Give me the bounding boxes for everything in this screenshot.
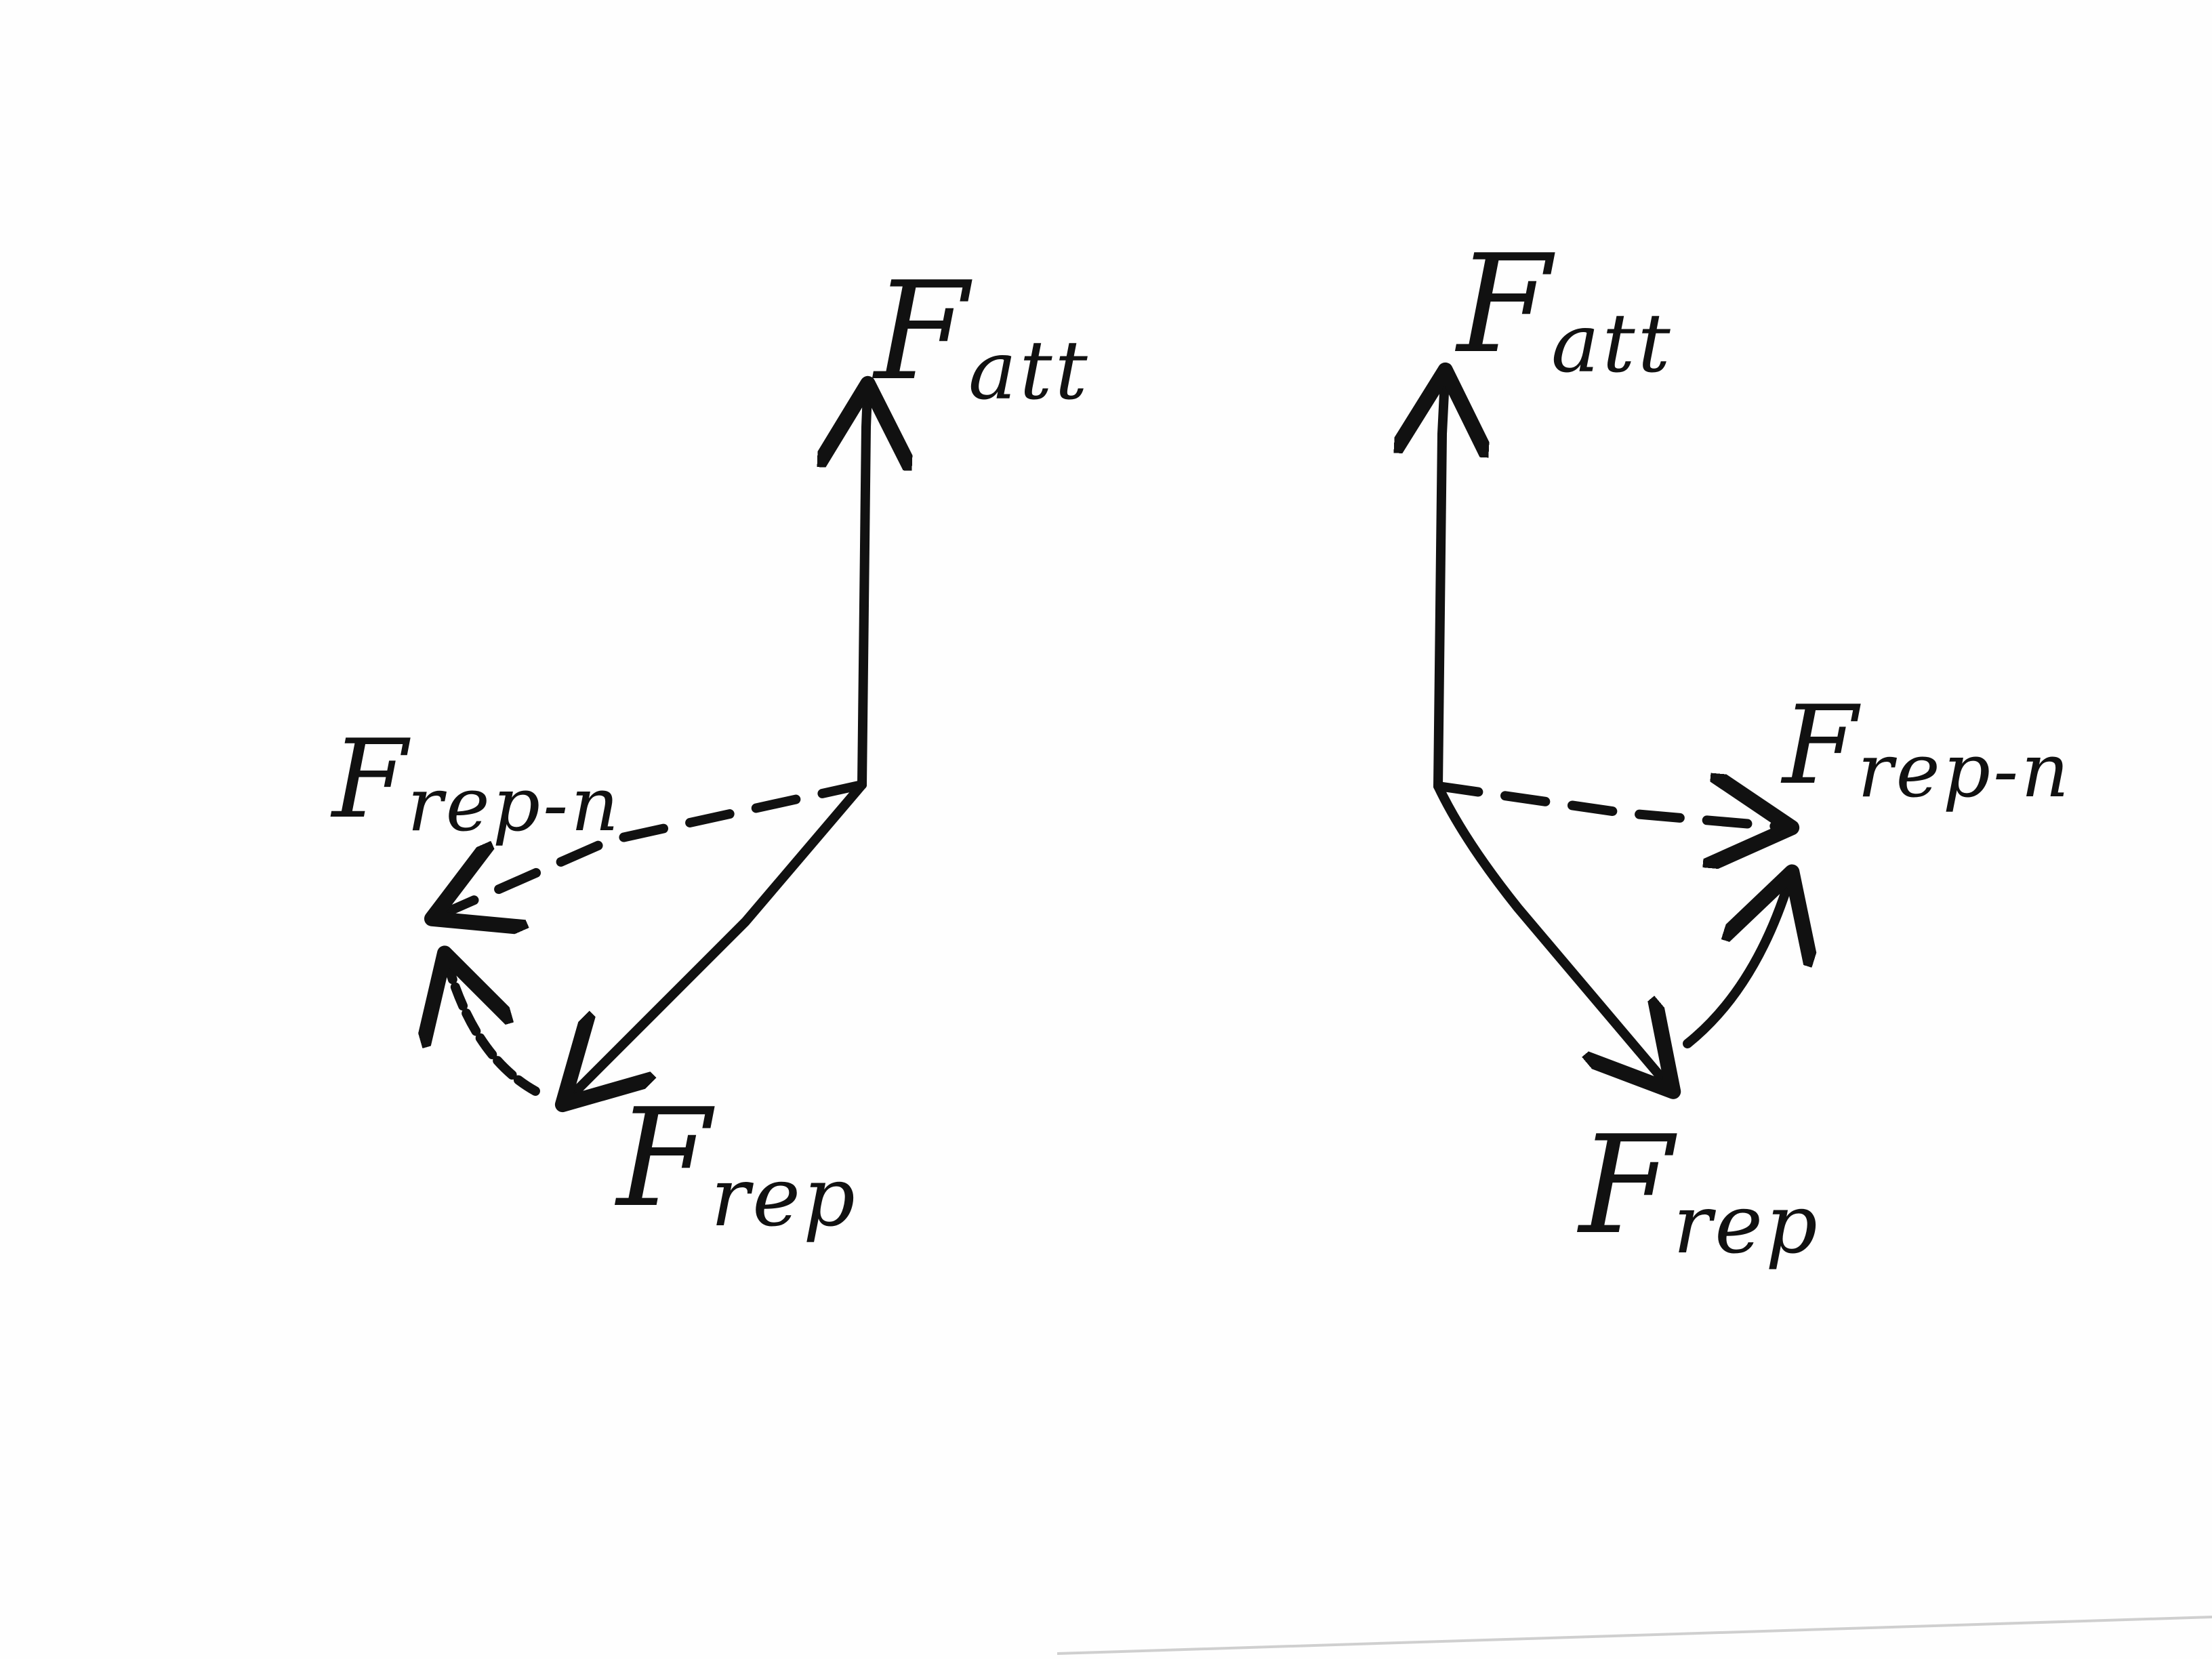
right-repn-main: F bbox=[1782, 682, 1858, 808]
right-repulsive-force-arrow bbox=[1433, 781, 1667, 1084]
right-repn-sub: rep-n bbox=[1858, 727, 2072, 814]
right-repulsive-force-label: Frep bbox=[1579, 1118, 1820, 1266]
left-rotation-curved-arrow bbox=[447, 962, 540, 1096]
right-repulsive-new-force-label: Frep-n bbox=[1782, 691, 2072, 808]
left-att-sub: att bbox=[968, 324, 1090, 418]
left-repulsive-new-force-label: Frep-n bbox=[332, 725, 621, 842]
left-repulsive-force-arrow bbox=[569, 780, 867, 1098]
right-att-sub: att bbox=[1551, 297, 1673, 391]
left-diagram bbox=[441, 393, 867, 1098]
right-diagram bbox=[1438, 380, 1789, 1084]
right-att-main: F bbox=[1457, 226, 1551, 384]
left-repulsive-force-label: Frep bbox=[617, 1091, 858, 1239]
right-attractive-force-arrow bbox=[1438, 380, 1445, 791]
left-repn-main: F bbox=[332, 716, 408, 842]
left-rep-main: F bbox=[617, 1080, 711, 1237]
left-repulsive-new-force-dashed-arrow bbox=[441, 780, 867, 915]
right-rep-sub: rep bbox=[1673, 1178, 1820, 1272]
left-attractive-force-label: Fatt bbox=[874, 264, 1090, 412]
left-att-main: F bbox=[874, 253, 968, 411]
right-rep-main: F bbox=[1579, 1107, 1673, 1265]
right-rotation-curved-arrow bbox=[1683, 881, 1789, 1048]
right-repulsive-new-force-dashed-arrow bbox=[1433, 786, 1782, 827]
right-attractive-force-label: Fatt bbox=[1457, 237, 1673, 385]
left-rep-sub: rep bbox=[710, 1151, 858, 1245]
left-attractive-force-arrow bbox=[862, 393, 867, 790]
left-repn-sub: rep-n bbox=[407, 761, 622, 848]
paper-edge-line bbox=[1057, 1616, 2212, 1655]
